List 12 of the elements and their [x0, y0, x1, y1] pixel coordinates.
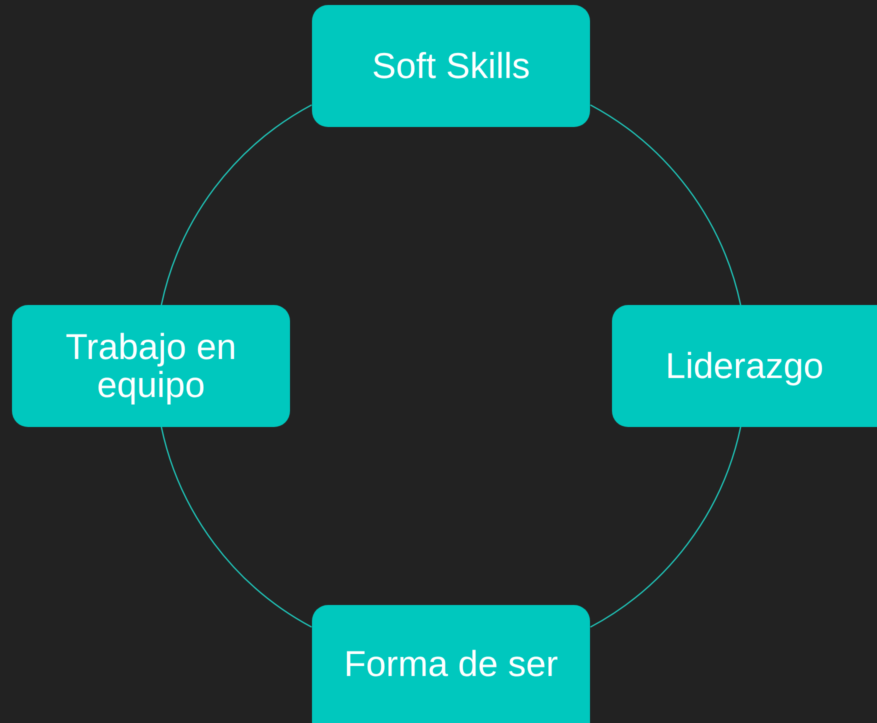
connector-arc	[590, 104, 742, 306]
process-box	[612, 305, 877, 427]
process-box	[12, 305, 290, 427]
box-label: Trabajo en equipo	[64, 328, 238, 404]
connector-arc	[160, 104, 312, 306]
connector-arc	[590, 426, 742, 628]
box-label: Forma de ser	[344, 645, 558, 683]
box-label: Liderazgo	[665, 347, 824, 385]
connector-arc	[160, 426, 312, 628]
box-label: Soft Skills	[372, 47, 530, 85]
process-box	[312, 5, 590, 127]
process-box	[312, 605, 590, 723]
